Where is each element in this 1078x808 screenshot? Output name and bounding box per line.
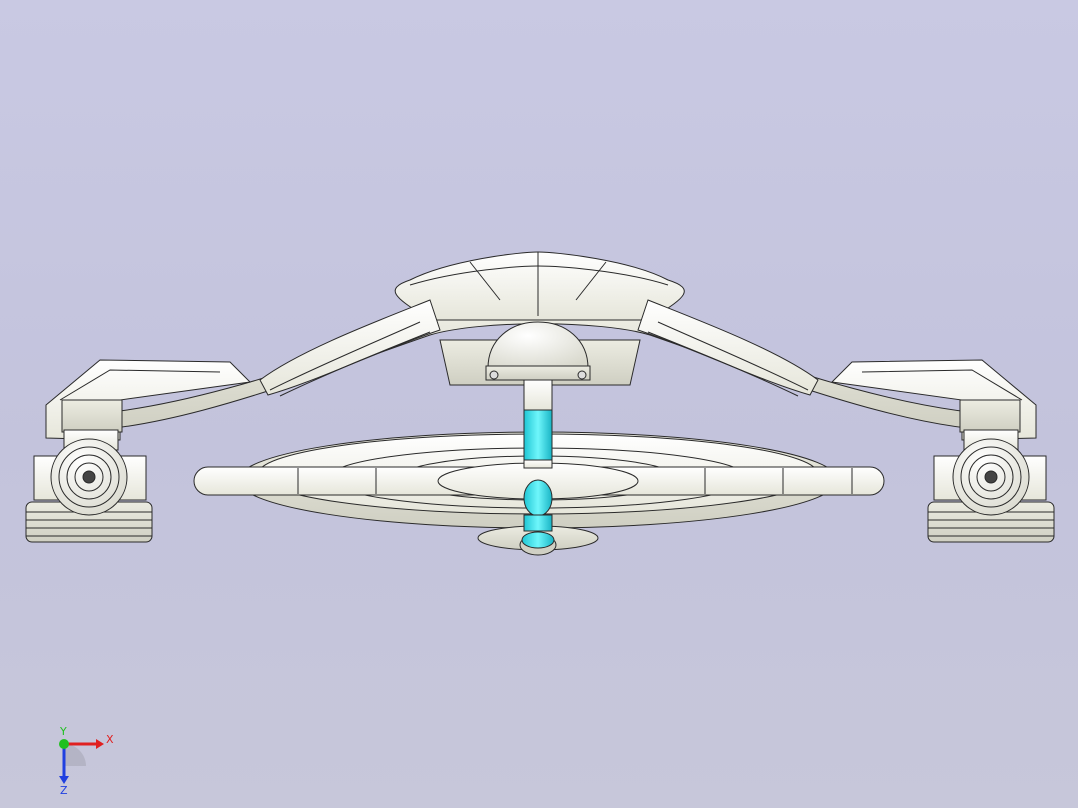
y-axis-label: Y xyxy=(59,726,67,738)
x-axis-arrowhead xyxy=(96,739,104,749)
z-axis-arrowhead xyxy=(59,776,69,784)
x-axis-label: X xyxy=(106,733,114,746)
left-wheel[interactable] xyxy=(25,438,153,543)
z-axis-label: Z xyxy=(60,784,68,796)
orientation-triad: X Y Z xyxy=(59,726,114,796)
right-wheel[interactable] xyxy=(927,438,1055,543)
y-axis-dot xyxy=(59,739,69,749)
triad-plane xyxy=(64,744,86,766)
central-dome[interactable] xyxy=(485,321,591,381)
center-shaft[interactable] xyxy=(521,379,555,549)
